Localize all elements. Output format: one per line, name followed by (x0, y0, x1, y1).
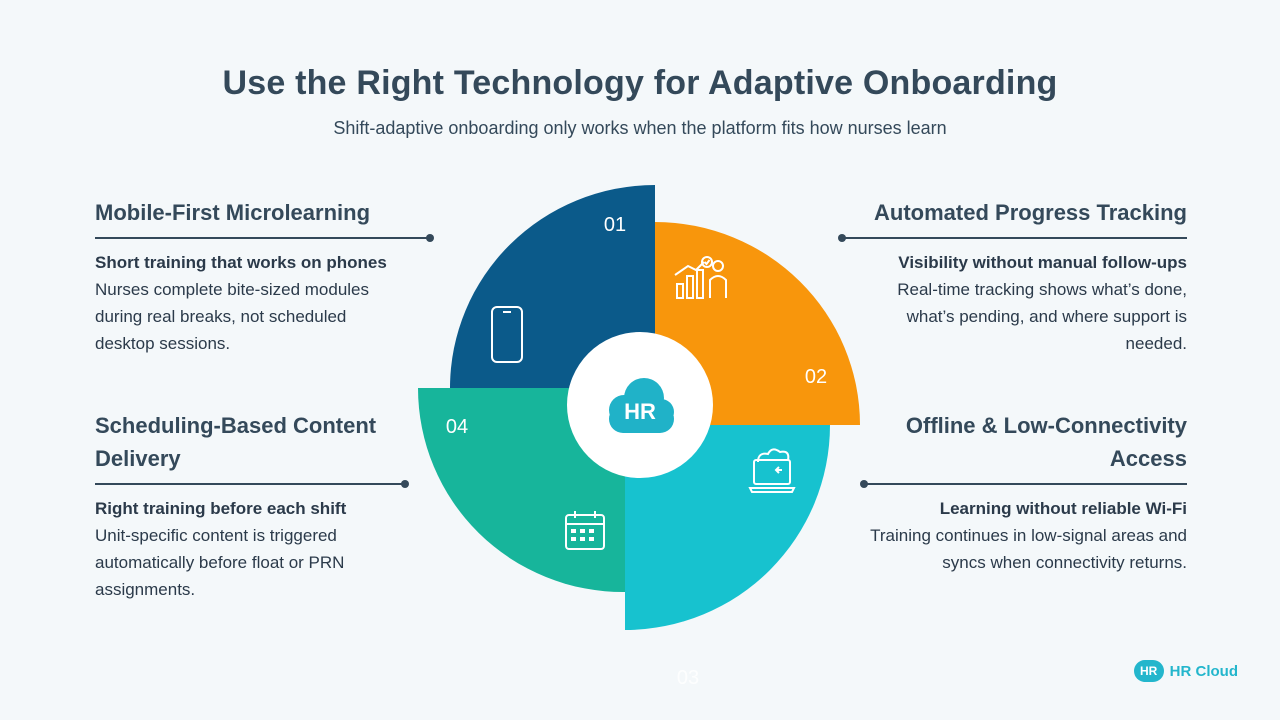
block-title: Mobile-First Microlearning (95, 200, 371, 225)
block-subtitle: Visibility without manual follow-ups (898, 253, 1187, 272)
divider-dot (401, 480, 409, 488)
block-scheduling: Scheduling-Based Content Delivery Right … (95, 409, 409, 603)
progress-chart-icon (674, 256, 727, 299)
divider-dot (426, 234, 434, 242)
page-title: Use the Right Technology for Adaptive On… (222, 64, 1058, 102)
segment-01 (450, 185, 655, 388)
block-body: Training continues in low-signal areas a… (870, 526, 1187, 572)
smartphone-icon (491, 306, 523, 363)
segment-number-02: 02 (805, 366, 827, 388)
block-mobile-first: Mobile-First Microlearning Short trainin… (95, 196, 434, 357)
block-subtitle: Short training that works on phones (95, 253, 387, 272)
divider-line (95, 480, 409, 488)
calendar-icon (565, 511, 605, 550)
block-body: Unit-specific content is triggered autom… (95, 526, 345, 599)
logo-text: HR Cloud (1169, 662, 1238, 680)
hr-badge-text: HR (624, 399, 656, 424)
segment-04 (418, 388, 625, 593)
hr-cloud-logo: HR HR Cloud (1133, 660, 1238, 682)
logo-mark: HR (1133, 660, 1164, 682)
hr-cloud-icon (609, 378, 674, 433)
block-title: Automated Progress Tracking (874, 200, 1187, 225)
block-title: Offline & Low-Connectivity Access (905, 413, 1187, 471)
divider-line (95, 234, 434, 242)
block-title: Scheduling-Based Content Delivery (95, 413, 377, 471)
segment-02 (655, 222, 860, 425)
segment-number-03: 03 (677, 667, 699, 689)
block-subtitle: Right training before each shift (95, 499, 347, 518)
divider-line (860, 480, 1187, 488)
segment-03 (625, 425, 830, 630)
block-progress-tracking: Automated Progress Tracking Visibility w… (838, 196, 1187, 357)
segment-number-04: 04 (446, 416, 468, 438)
segment-number-01: 01 (604, 214, 626, 236)
page-subtitle: Shift-adaptive onboarding only works whe… (333, 118, 947, 138)
block-subtitle: Learning without reliable Wi-Fi (939, 499, 1187, 518)
divider-line (838, 234, 1187, 242)
block-body: Nurses complete bite-sized modules durin… (95, 280, 370, 353)
laptop-sync-icon (748, 448, 796, 493)
block-body: Real-time tracking shows what’s done, wh… (897, 280, 1187, 353)
divider-dot (860, 480, 868, 488)
divider-dot (838, 234, 846, 242)
block-offline-access: Offline & Low-Connectivity Access Learni… (860, 409, 1187, 576)
